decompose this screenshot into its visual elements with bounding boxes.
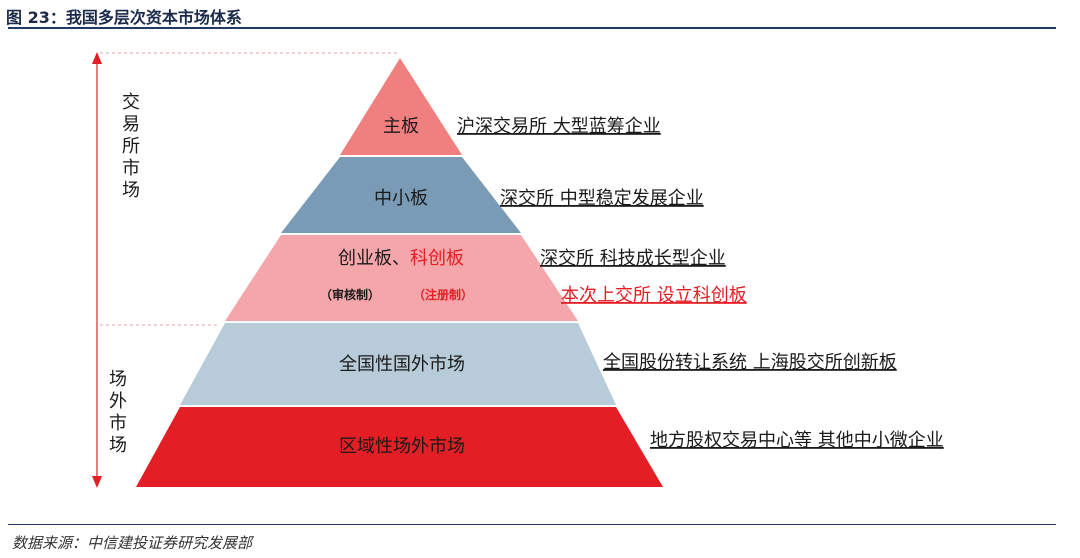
layer-gem-star-board bbox=[225, 235, 578, 321]
desc-main-board: 沪深交易所 大型蓝筹企业 bbox=[457, 116, 661, 137]
layer-label-gem-star: 创业板、科创板 bbox=[338, 248, 464, 269]
layer-label-national-otc: 全国性国外市场 bbox=[339, 354, 465, 375]
sub-label-approval: （审核制） bbox=[320, 287, 380, 302]
side-char: 市 bbox=[122, 158, 140, 179]
side-label-otc: 场 外 市 场 bbox=[109, 369, 127, 456]
layer-label-main-board: 主板 bbox=[383, 116, 419, 137]
desc-star-board: 本次上交所 设立科创板 bbox=[561, 285, 747, 306]
layer-label-sme-board: 中小板 bbox=[374, 188, 428, 209]
layer-label-gem: 创业板、 bbox=[338, 248, 410, 269]
layer-label-regional-otc: 区域性场外市场 bbox=[339, 436, 465, 457]
side-char: 易 bbox=[122, 114, 140, 135]
side-char: 外 bbox=[109, 391, 127, 412]
layer-main-board bbox=[340, 58, 462, 155]
side-char: 场 bbox=[109, 369, 127, 390]
side-char: 市 bbox=[109, 413, 127, 434]
sub-label-registration: （注册制） bbox=[413, 287, 473, 302]
side-char: 场 bbox=[109, 435, 127, 456]
layer-regional-otc bbox=[136, 407, 663, 487]
side-arrow-bottom-head bbox=[92, 476, 102, 488]
bottom-rule bbox=[8, 524, 1056, 525]
source-note: 数据来源：中信建投证券研究发展部 bbox=[12, 534, 253, 552]
side-char: 交 bbox=[122, 92, 140, 113]
layer-label-star: 科创板 bbox=[410, 248, 464, 269]
side-label-exchange: 交 易 所 市 场 bbox=[122, 92, 140, 201]
desc-national-otc: 全国股份转让系统 上海股交所创新板 bbox=[603, 352, 897, 373]
desc-gem-board: 深交所 科技成长型企业 bbox=[540, 248, 726, 269]
side-char: 所 bbox=[122, 136, 140, 157]
figure-title: 图 23：我国多层次资本市场体系 bbox=[6, 8, 242, 27]
side-arrow-top-head bbox=[92, 52, 102, 64]
layer-sme-board bbox=[281, 157, 521, 233]
top-rule bbox=[8, 27, 1056, 29]
desc-sme-board: 深交所 中型稳定发展企业 bbox=[500, 188, 704, 209]
desc-regional-otc: 地方股权交易中心等 其他中小微企业 bbox=[650, 430, 944, 451]
side-char: 场 bbox=[122, 180, 140, 201]
layer-national-otc bbox=[180, 323, 616, 405]
